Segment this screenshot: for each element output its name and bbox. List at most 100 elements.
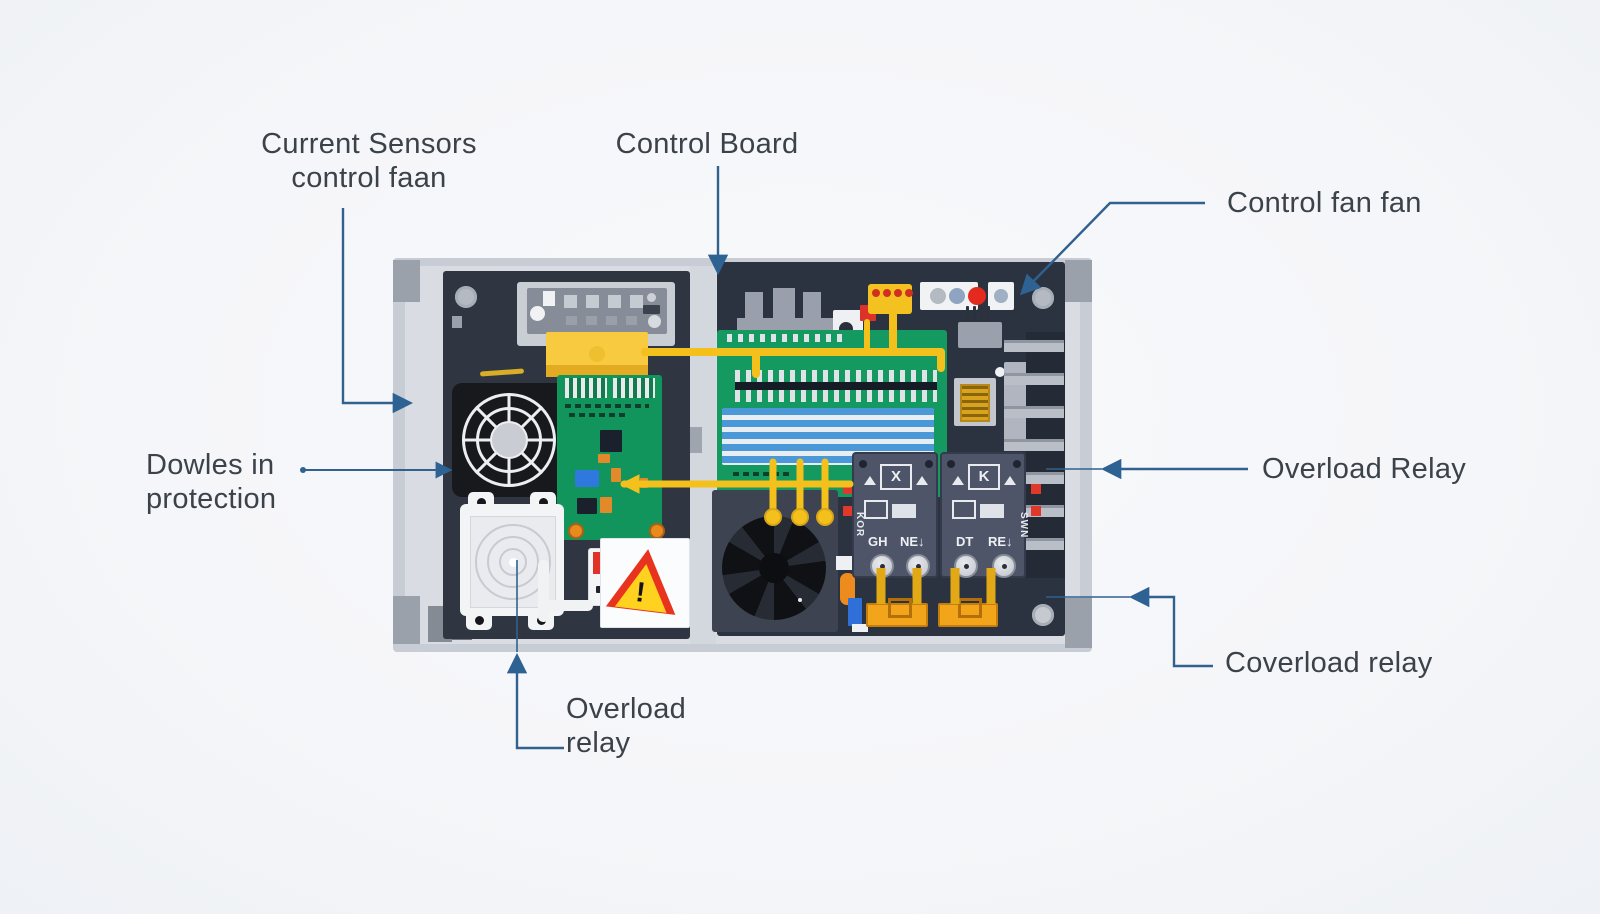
blue-terminal (848, 598, 862, 626)
comb-pin (872, 289, 880, 297)
capacitor-dot (589, 346, 605, 362)
mount-bracket-tooth (803, 292, 821, 320)
label-control-board: Control Board (615, 128, 799, 160)
callout-leaders (303, 166, 1248, 750)
relay-screw-dot (925, 460, 933, 468)
label-current-sensors: Current Sensors control faan (229, 127, 509, 195)
pcb-ic-chip (600, 430, 622, 452)
comb-pin (894, 289, 902, 297)
yellow-wiring (620, 310, 945, 514)
white-clip (836, 556, 852, 570)
display-key-row2 (606, 316, 617, 325)
terminal-notch (888, 598, 912, 618)
exhaust-fan-dot (798, 598, 802, 602)
display-key (543, 291, 555, 306)
display-key-row2 (626, 316, 637, 325)
pcb-ic-chip (577, 498, 597, 514)
pcb-mount-pad (568, 523, 584, 539)
corner-tab-top-left (393, 260, 420, 302)
display-key (630, 295, 643, 308)
cooling-fan (452, 383, 566, 497)
pcb-capacitor (611, 468, 621, 482)
capacitor-block-shade (546, 365, 648, 377)
inductor-coil (960, 384, 990, 422)
relay-side-text: SWN (1018, 512, 1029, 539)
relay-terminal (992, 554, 1016, 578)
relay-symbol: K (978, 468, 990, 485)
gray-connector-block (958, 322, 1002, 348)
connector-pin (973, 306, 976, 322)
label-dowles-in-protection: Dowles in protection (146, 448, 276, 516)
exhaust-fan-hub (759, 553, 789, 583)
pcb-pin-header (613, 378, 655, 398)
white-conduit-horizontal (545, 600, 593, 611)
leader-coverload-relay (1128, 586, 1213, 668)
white-clip (852, 624, 868, 632)
white-conduit-vertical (538, 560, 549, 622)
relay-mark-outline (952, 500, 976, 519)
relay-mark-outline (864, 500, 888, 519)
connector-dot-gray (930, 288, 946, 304)
compressor-ear-hole (477, 498, 486, 507)
connector-pin (966, 306, 969, 322)
leader-control-fan-fan (1019, 201, 1205, 296)
relay-mark-fill (980, 504, 1004, 518)
leader-current-sensors (341, 208, 414, 414)
pcb-pin-header (565, 378, 607, 398)
mount-bracket-tooth (773, 288, 795, 320)
relay-bottom-text-right: RE↓ (988, 534, 1013, 549)
display-port (643, 305, 660, 314)
relay-module-1: X KOR GH NE↓ (852, 452, 938, 578)
orange-component (840, 573, 855, 605)
connector-pin (987, 306, 990, 322)
relay-side-text: KOR (854, 512, 865, 538)
display-knob (648, 315, 661, 328)
corner-tab-bottom-left (393, 596, 420, 644)
relay-mark-triangle (952, 476, 964, 485)
compressor-center-dot (509, 558, 518, 567)
main-pcb-header-band (735, 382, 937, 390)
display-key-row2 (586, 316, 597, 325)
fan-hub (492, 423, 526, 457)
leader-overload-bottom (506, 652, 564, 750)
label-coverload-relay: Coverload relay (1225, 647, 1433, 679)
connector-pin (980, 306, 983, 322)
display-key-row2 (566, 316, 577, 325)
relay-bottom-text-right: NE↓ (900, 534, 925, 549)
pcb-blue-component (575, 470, 599, 487)
display-led (647, 293, 656, 302)
heatsink-fin (1004, 406, 1064, 418)
relay-screw-dot (947, 460, 955, 468)
connector-dot-red (968, 287, 986, 305)
pcb-capacitor (600, 497, 612, 513)
display-key (608, 295, 621, 308)
main-pcb-header-row1 (735, 370, 937, 382)
relay-indicator (843, 484, 853, 494)
relay-symbol: X (890, 468, 901, 485)
terminal-block-2 (938, 603, 998, 627)
comb-pin (883, 289, 891, 297)
relay-mark-triangle (916, 476, 928, 485)
label-overload-relay-right: Overload Relay (1262, 453, 1467, 485)
small-tab-left (452, 316, 462, 328)
relay-module-2: K SWN DT RE↓ (940, 452, 1029, 578)
pcb-silkscreen-text (565, 404, 649, 408)
mini-relay-dot (596, 586, 603, 593)
relay-mark-triangle (864, 476, 876, 485)
relay-indicator (1031, 506, 1041, 516)
heatsink-fin (1004, 373, 1064, 385)
label-line: Dowles in (146, 449, 275, 481)
main-pcb-header-row2 (735, 390, 937, 402)
relay-indicator (843, 506, 853, 516)
display-key (564, 295, 577, 308)
main-pcb-marks (733, 472, 793, 476)
leader-thin-extensions (516, 468, 1130, 652)
label-line: Overload (566, 693, 687, 725)
heatsink-fin (1004, 340, 1064, 352)
warning-sign: ! (600, 538, 690, 628)
mount-bracket-tooth (745, 292, 763, 320)
comb-pin (905, 289, 913, 297)
label-control-fan-fan: Control fan fan (1227, 187, 1422, 219)
